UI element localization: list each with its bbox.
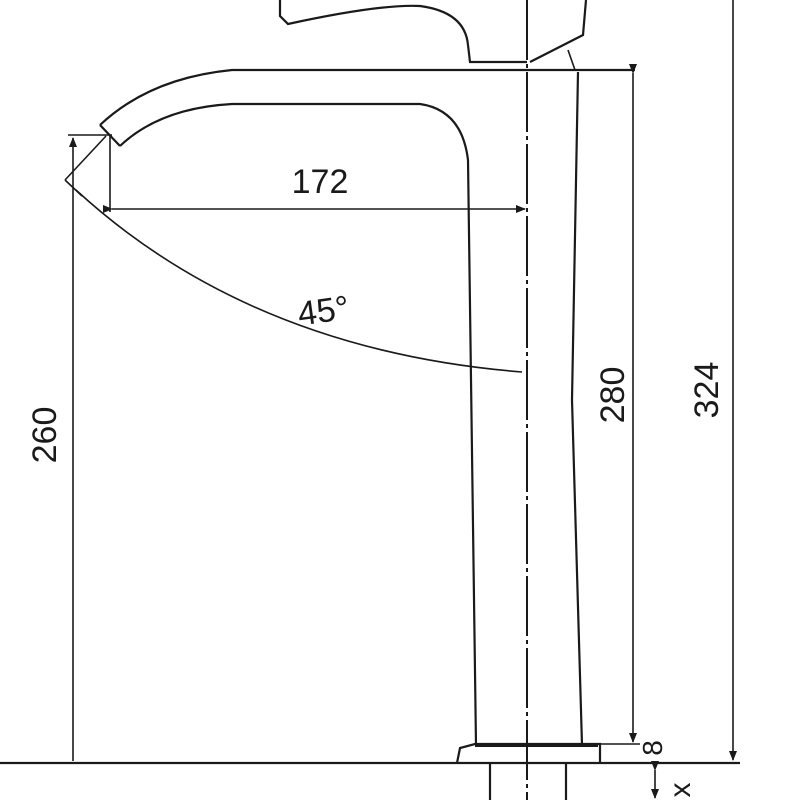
dimension-body-height: 280	[594, 64, 637, 743]
dimension-spout-reach: 172	[103, 135, 526, 213]
dim-8-label: 8	[637, 740, 668, 756]
dim-280-label: 280	[594, 367, 632, 424]
faucet-body	[0, 68, 740, 800]
dimension-base: 8 x	[600, 740, 697, 799]
rotation-angle: 45°	[64, 135, 523, 373]
dimension-total-height: 324	[688, 0, 737, 761]
max-label: x	[664, 783, 697, 798]
dimension-spout-height: 260	[26, 134, 112, 761]
dim-172-label: 172	[292, 163, 349, 201]
dim-260-label: 260	[26, 407, 64, 464]
dim-324-label: 324	[688, 362, 726, 419]
faucet-handle	[278, 0, 588, 71]
angle-label: 45°	[295, 289, 351, 334]
